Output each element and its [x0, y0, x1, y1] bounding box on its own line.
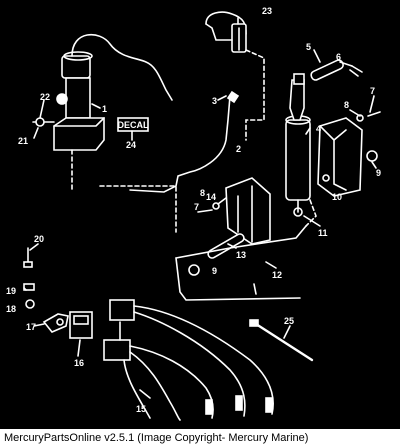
exploded-parts-diagram: DECAL 1 2 3 4 5 6 7 8 9 10 11 12 13 14 1…: [6, 6, 381, 421]
callout-8b: 8: [200, 188, 205, 198]
callout-22: 22: [40, 92, 50, 102]
hose-clamp-part: [205, 11, 247, 53]
wire-clip-part: [42, 313, 69, 333]
lower-pin-part: [207, 233, 245, 259]
mounting-bracket-center: [225, 177, 271, 245]
pump-assembly-part: [53, 33, 173, 191]
washer-part-8: [356, 114, 364, 122]
trim-cylinder-part: [285, 73, 311, 217]
bushing-part: [366, 150, 378, 162]
mounting-bracket-right: [317, 117, 363, 197]
callout-5: 5: [306, 42, 311, 52]
callout-21: 21: [18, 136, 28, 146]
callout-16: 16: [74, 358, 84, 368]
callout-1: 1: [102, 104, 107, 114]
decal-label: DECAL: [118, 120, 150, 130]
callout-7: 7: [370, 86, 375, 96]
callout-17: 17: [26, 322, 36, 332]
callout-2: 2: [236, 144, 241, 154]
callout-18: 18: [6, 304, 16, 314]
lower-hose-part: [175, 225, 307, 301]
copyright-caption: MercuryPartsOnline v2.5.1 (Image Copyrig…: [0, 429, 400, 447]
callout-9: 9: [376, 168, 381, 178]
cable-tie-part: [254, 322, 314, 362]
callout-14: 14: [206, 192, 216, 202]
callout-24: 24: [126, 140, 136, 150]
fitting-parts-left: [23, 247, 35, 309]
callout-8: 8: [344, 100, 349, 110]
callout-3: 3: [212, 96, 217, 106]
callout-10: 10: [332, 192, 342, 202]
callout-numbers: 1 2 3 4 5 6 7 8 9 10 11 12 13 14 15 16 1…: [6, 6, 381, 414]
callout-7b: 7: [194, 202, 199, 212]
callout-19: 19: [6, 286, 16, 296]
connector-block-part: [69, 311, 93, 339]
callout-4: 4: [316, 124, 321, 134]
callout-20: 20: [34, 234, 44, 244]
callout-13: 13: [236, 250, 246, 260]
screw-washer-parts: [32, 117, 55, 127]
callout-23: 23: [262, 6, 272, 16]
callout-15: 15: [136, 404, 146, 414]
decal-label-box: [117, 117, 149, 132]
callout-12: 12: [272, 270, 282, 280]
callout-6: 6: [336, 52, 341, 62]
callout-9b: 9: [212, 266, 217, 276]
wiring-harness-part: [103, 299, 274, 421]
hose-line-part: [129, 95, 231, 193]
callout-25: 25: [284, 316, 294, 326]
callout-11: 11: [318, 228, 328, 238]
cotter-pin-part: [349, 65, 363, 77]
